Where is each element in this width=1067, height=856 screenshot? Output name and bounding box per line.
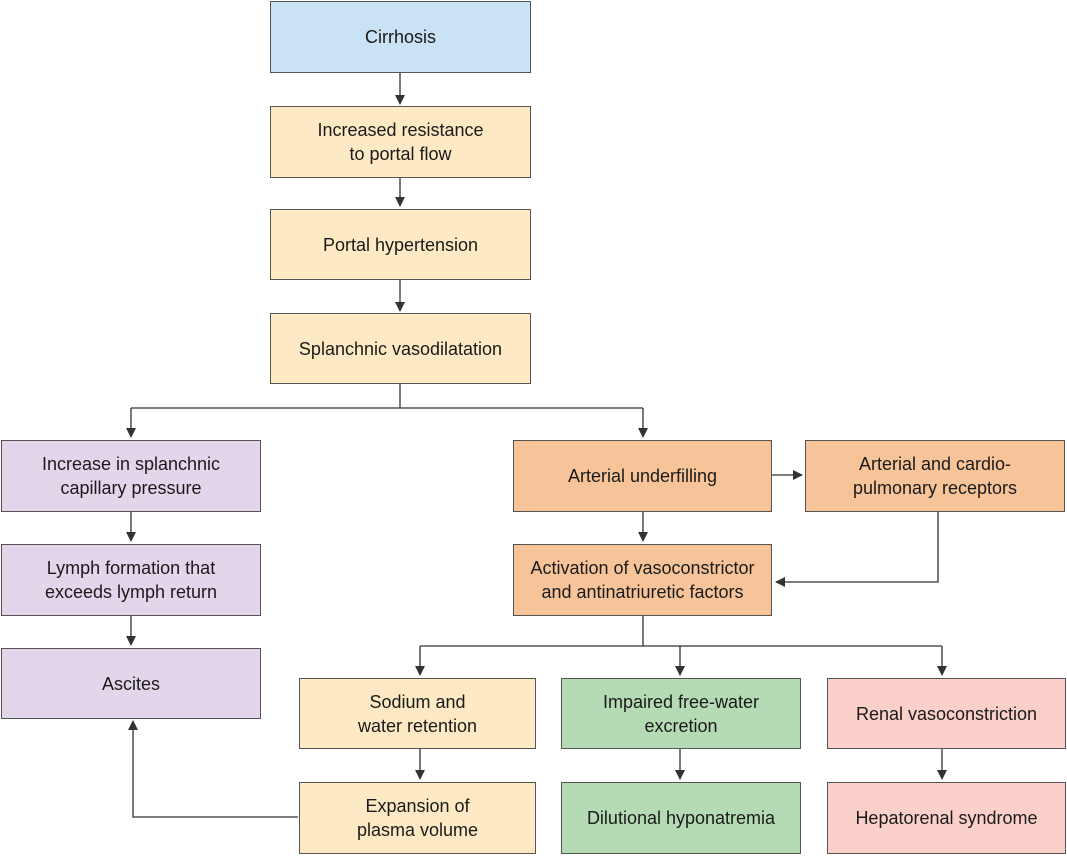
node-renal-vasoconstriction: Renal vasoconstriction [827,678,1066,749]
node-dilutional-hyponatremia: Dilutional hyponatremia [561,782,801,854]
node-lymph-formation: Lymph formation that exceeds lymph retur… [1,544,261,616]
node-sodium-water-retention: Sodium and water retention [299,678,536,749]
node-cirrhosis: Cirrhosis [270,1,531,73]
node-plasma-volume-expansion: Expansion of plasma volume [299,782,536,854]
node-increased-resistance: Increased resistance to portal flow [270,106,531,178]
branch-vasodilatation-trunk [131,384,643,409]
node-arterial-underfilling: Arterial underfilling [513,440,772,512]
branch-activation-trunk [420,616,942,647]
node-receptors: Arterial and cardio- pulmonary receptors [805,440,1065,512]
node-ascites: Ascites [1,648,261,719]
node-hepatorenal-syndrome: Hepatorenal syndrome [827,782,1066,854]
node-impaired-free-water: Impaired free-water excretion [561,678,801,749]
node-splanchnic-vasodilatation: Splanchnic vasodilatation [270,313,531,384]
node-increase-splanchnic-pressure: Increase in splanchnic capillary pressur… [1,440,261,512]
node-portal-hypertension: Portal hypertension [270,209,531,280]
node-activation-factors: Activation of vasoconstrictor and antina… [513,544,772,616]
arrow-plasma-volume-to-ascites [128,720,298,818]
arrow-receptors-to-activation [775,512,939,587]
